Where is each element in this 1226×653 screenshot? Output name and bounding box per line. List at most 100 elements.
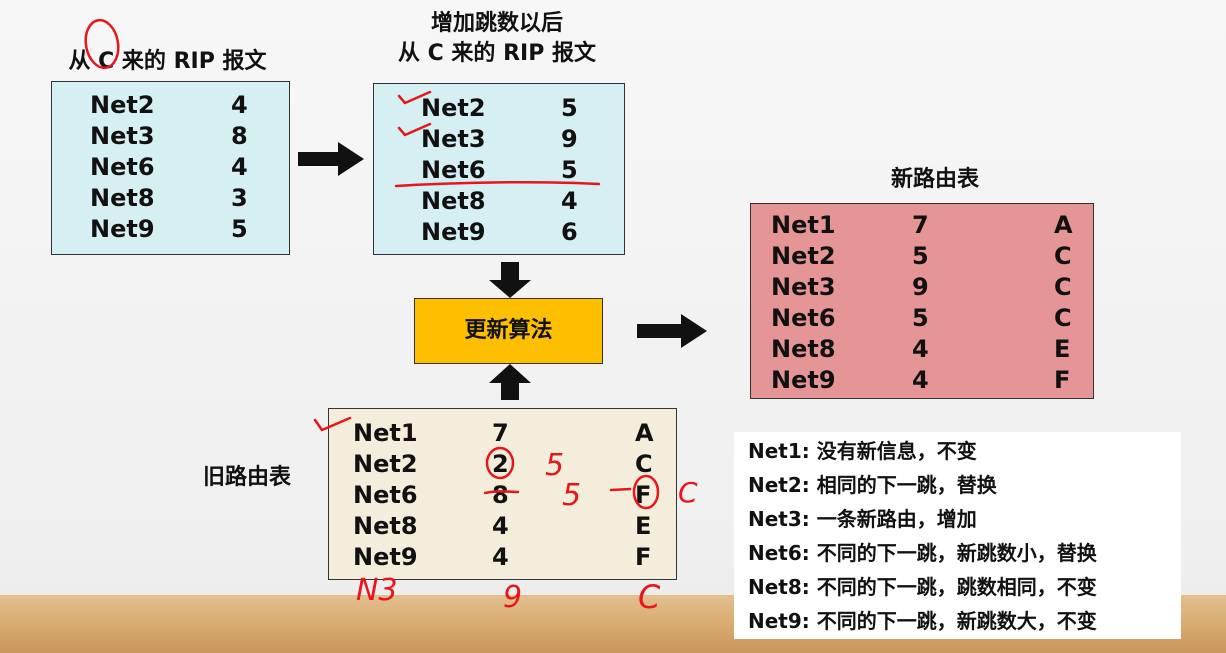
table-row: Net9 4 F bbox=[329, 542, 676, 573]
next-hop-cell: C bbox=[635, 450, 653, 478]
check-mark bbox=[397, 90, 432, 105]
net-cell: Net6 bbox=[421, 156, 486, 184]
hops-cell: 9 bbox=[561, 125, 578, 153]
table-row: Net9 6 bbox=[374, 217, 624, 248]
note-line: Net3: 一条新路由，增加 bbox=[748, 507, 977, 531]
net-cell: Net2 bbox=[771, 242, 836, 270]
table-row: Net9 5 bbox=[52, 214, 289, 245]
next-hop-cell: F bbox=[1054, 366, 1071, 394]
net-cell: Net9 bbox=[353, 543, 418, 571]
net-cell: Net2 bbox=[421, 94, 486, 122]
hops-cell: 6 bbox=[561, 218, 578, 246]
hops-cell: 8 bbox=[492, 481, 509, 509]
net-cell: Net8 bbox=[90, 184, 155, 212]
net-cell: Net1 bbox=[353, 419, 418, 447]
note-line: Net1: 没有新信息，不变 bbox=[748, 439, 977, 463]
net-cell: Net3 bbox=[90, 122, 155, 150]
net-cell: Net6 bbox=[90, 153, 155, 181]
hops-cell: 5 bbox=[561, 94, 578, 122]
hops-cell: 9 bbox=[912, 273, 929, 301]
note-line: Net9: 不同的下一跳，新跳数大，不变 bbox=[748, 609, 1097, 633]
hops-cell: 5 bbox=[561, 156, 578, 184]
received-title: 从 C 来的 RIP 报文 bbox=[68, 49, 267, 74]
table-row: Net2 5 C bbox=[751, 241, 1093, 272]
next-hop-cell: F bbox=[635, 481, 652, 509]
note-line: Net8: 不同的下一跳，跳数相同，不变 bbox=[748, 575, 1097, 599]
incremented-title-line2: 从 C 来的 RIP 报文 bbox=[397, 41, 597, 66]
arrow-right-icon bbox=[298, 142, 364, 176]
next-hop-cell: C bbox=[1054, 304, 1072, 332]
table-row: Net2 5 bbox=[374, 93, 624, 124]
hops-cell: 4 bbox=[492, 512, 509, 540]
update-algorithm-box: 更新算法 bbox=[414, 298, 603, 364]
next-hop-cell: C bbox=[1054, 242, 1072, 270]
hops-cell: 7 bbox=[912, 211, 929, 239]
net-cell: Net8 bbox=[771, 335, 836, 363]
circle-mark bbox=[485, 446, 515, 480]
check-mark bbox=[313, 416, 352, 432]
next-hop-cell: A bbox=[1054, 211, 1073, 239]
arrow-up-icon bbox=[489, 364, 531, 400]
handwritten-added-hops: 9 bbox=[503, 580, 522, 615]
incremented-title-line1: 增加跳数以后 bbox=[430, 11, 563, 36]
net-cell: Net8 bbox=[353, 512, 418, 540]
check-mark bbox=[397, 122, 432, 137]
hops-cell: 4 bbox=[231, 153, 248, 181]
circle-mark bbox=[632, 474, 660, 510]
table-row: Net2 2 C bbox=[329, 449, 676, 480]
table-row: Net6 4 bbox=[52, 152, 289, 183]
next-hop-cell: F bbox=[635, 543, 652, 571]
handwritten-hops-net2: 5 bbox=[545, 448, 564, 483]
explanation-notes: Net1: 没有新信息，不变 Net2: 相同的下一跳，替换 Net3: 一条新… bbox=[734, 432, 1181, 639]
underline-mark bbox=[394, 181, 601, 188]
net-cell: Net6 bbox=[771, 304, 836, 332]
net-cell: Net9 bbox=[421, 218, 486, 246]
net-cell: Net6 bbox=[353, 481, 418, 509]
table-row: Net6 5 bbox=[374, 155, 624, 186]
arrow-right-icon bbox=[637, 314, 707, 348]
hops-cell: 5 bbox=[912, 242, 929, 270]
hops-cell: 4 bbox=[912, 366, 929, 394]
hops-cell: 4 bbox=[561, 187, 578, 215]
note-line: Net2: 相同的下一跳，替换 bbox=[748, 473, 997, 497]
hops-cell: 2 bbox=[492, 450, 509, 478]
net-cell: Net3 bbox=[771, 273, 836, 301]
hops-cell: 4 bbox=[231, 91, 248, 119]
table-row: Net9 4 F bbox=[751, 365, 1093, 396]
hops-cell: 3 bbox=[231, 184, 248, 212]
net-cell: Net9 bbox=[90, 215, 155, 243]
handwritten-next-net6: C bbox=[678, 476, 698, 509]
dash-mark bbox=[609, 487, 632, 492]
next-hop-cell: A bbox=[635, 419, 654, 447]
net-cell: Net9 bbox=[771, 366, 836, 394]
handwritten-added-next: C bbox=[638, 578, 661, 616]
handwritten-added-net: N3 bbox=[356, 573, 398, 608]
hops-cell: 5 bbox=[231, 215, 248, 243]
handwritten-hops-net6: 5 bbox=[562, 478, 581, 513]
table-row: Net6 8 F bbox=[329, 480, 676, 511]
table-row: Net3 9 C bbox=[751, 272, 1093, 303]
arrow-down-icon bbox=[489, 262, 531, 298]
hops-cell: 4 bbox=[912, 335, 929, 363]
hops-cell: 4 bbox=[492, 543, 509, 571]
next-hop-cell: C bbox=[1054, 273, 1072, 301]
circle-mark bbox=[84, 18, 120, 70]
net-cell: Net2 bbox=[353, 450, 418, 478]
next-hop-cell: E bbox=[1054, 335, 1071, 363]
strike-mark bbox=[483, 490, 520, 495]
hops-cell: 7 bbox=[492, 419, 509, 447]
net-cell: Net1 bbox=[771, 211, 836, 239]
net-cell: Net2 bbox=[90, 91, 155, 119]
table-row: Net1 7 A bbox=[751, 210, 1093, 241]
note-line: Net6: 不同的下一跳，新跳数小，替换 bbox=[748, 541, 1097, 565]
